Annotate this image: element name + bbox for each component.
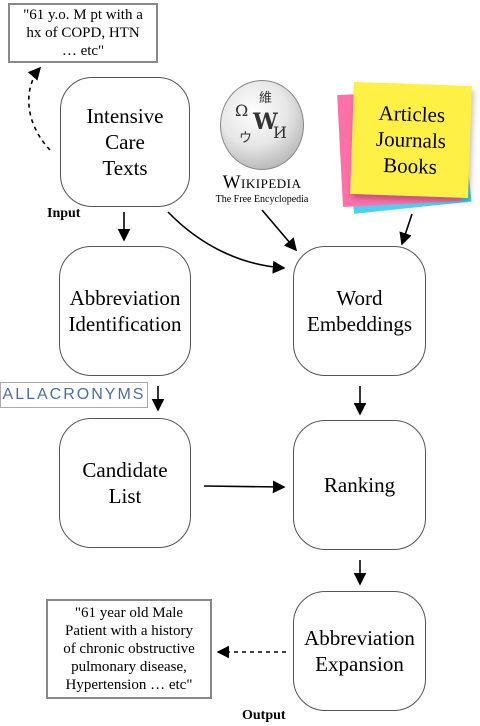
input-example-note: "61 y.o. M pt with a hx of COPD, HTN … e… <box>8 3 158 63</box>
globe-glyph: ウ <box>239 131 253 146</box>
box-line: Abbreviation <box>69 286 181 310</box>
note-line: Patient with a history <box>65 623 193 639</box>
box-line: Ranking <box>323 473 396 497</box>
arrow-books-to-embeddings <box>399 213 413 246</box>
box-line: Texts <box>102 156 148 180</box>
arrow-text-to-embeddings <box>167 211 286 274</box>
box-line: Care <box>105 130 145 154</box>
note-line: Hypertension … etc" <box>65 677 193 693</box>
word-embeddings-box: Word Embeddings <box>293 246 426 376</box>
note-line: pulmonary disease, <box>71 659 187 675</box>
box-line: Intensive <box>86 104 164 128</box>
box-line: Embeddings <box>307 312 412 336</box>
note-line: "61 y.o. M pt with a <box>23 7 143 23</box>
globe-glyph: И <box>273 123 287 142</box>
box-line: Abbreviation <box>304 626 415 650</box>
arrow-text-to-example <box>27 66 51 151</box>
abbreviation-identification-box: Abbreviation Identification <box>59 246 191 376</box>
arrow-wiki-to-embeddings <box>261 209 298 252</box>
globe-glyph: 維 <box>259 91 273 106</box>
wikipedia-wordmark: Wikipedia <box>222 172 302 193</box>
candidate-list-box: Candidate List <box>59 418 191 548</box>
output-example-note: "61 year old Male Patient with a history… <box>46 599 212 699</box>
box-line: List <box>108 484 142 508</box>
box-line: Word <box>336 286 383 310</box>
note-line: … etc" <box>61 43 105 59</box>
box-line: Expansion <box>315 652 404 676</box>
wikipedia-tagline: The Free Encyclopedia <box>215 194 309 205</box>
wikipedia-globe-icon: Ω W И 維 ウ <box>220 80 304 170</box>
abbreviation-expansion-box: Abbreviation Expansion <box>293 591 426 711</box>
intensive-care-texts-box: Intensive Care Texts <box>60 77 190 207</box>
sticky-line: Books <box>382 153 438 179</box>
globe-glyph: W <box>253 109 278 135</box>
note-line: hx of COPD, HTN <box>26 25 140 41</box>
note-line: "61 year old Male <box>74 605 184 621</box>
box-line: Candidate <box>82 458 168 482</box>
sticky-line: Articles <box>378 100 446 128</box>
box-line: Identification <box>68 312 182 336</box>
arrow-candidate-to-ranking <box>203 480 286 494</box>
allacronyms-logo: ALLACRONYMS <box>0 382 148 408</box>
note-line: of chronic obstructive <box>63 641 195 657</box>
input-label: Input <box>47 206 81 221</box>
ranking-box: Ranking <box>293 420 426 550</box>
sticky-line: Journals <box>375 126 447 154</box>
sticky-note-articles: Articles Journals Books <box>350 81 472 199</box>
output-label: Output <box>242 708 286 723</box>
globe-glyph: Ω <box>235 101 249 120</box>
